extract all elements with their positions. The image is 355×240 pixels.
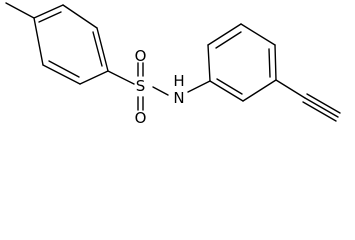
oxygen-bottom-atom-label: O — [135, 109, 147, 127]
sulfur-atom-label: S — [136, 77, 146, 95]
nitrogen-atom-label: N — [173, 89, 184, 107]
methyl-bond — [5, 2, 35, 19]
oxygen-top-atom-label: O — [135, 47, 147, 65]
tolyl-ring — [33, 4, 109, 85]
ethynyl-single-bond — [275, 79, 306, 99]
alkyne-triple-bond — [302, 93, 341, 122]
chemical-structure: S O O N H — [5, 2, 341, 127]
ring-sulfur-bond — [107, 70, 135, 85]
sulfonyl-double-bonds — [137, 62, 144, 111]
hydrogen-atom-label: H — [173, 72, 184, 90]
nitrogen-ring-bond — [187, 80, 211, 93]
phenyl-ring — [207, 23, 277, 102]
sulfur-nitrogen-bond — [152, 86, 169, 96]
